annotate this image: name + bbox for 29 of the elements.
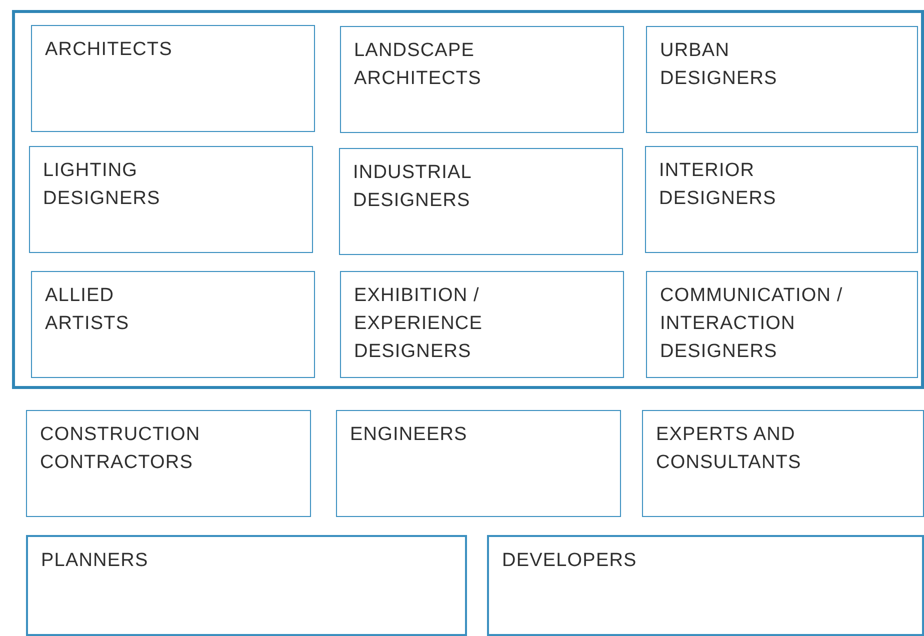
category-box xyxy=(339,148,623,255)
category-box xyxy=(645,146,918,253)
category-box xyxy=(487,535,924,636)
category-box xyxy=(29,146,313,253)
category-label: EXHIBITION / EXPERIENCE DESIGNERS xyxy=(354,284,484,364)
category-label: COMMUNICATION / INTERACTION DESIGNERS xyxy=(660,284,844,364)
category-label: DEVELOPERS xyxy=(502,549,638,573)
category-box xyxy=(340,271,624,378)
category-label: URBAN DESIGNERS xyxy=(660,39,778,91)
category-box xyxy=(646,26,918,133)
category-box xyxy=(31,25,315,132)
category-label: EXPERTS AND CONSULTANTS xyxy=(656,423,802,475)
category-label: INTERIOR DESIGNERS xyxy=(659,159,778,211)
category-label: CONSTRUCTION CONTRACTORS xyxy=(40,423,202,475)
category-label: ALLIED ARTISTS xyxy=(45,284,130,336)
category-box xyxy=(336,410,621,517)
category-box xyxy=(646,271,918,378)
category-box xyxy=(31,271,315,378)
category-label: INDUSTRIAL DESIGNERS xyxy=(353,161,472,213)
category-box xyxy=(642,410,924,517)
category-box xyxy=(26,535,467,636)
category-label: LIGHTING DESIGNERS xyxy=(43,159,162,211)
category-label: ENGINEERS xyxy=(350,423,468,447)
group-frame xyxy=(12,10,924,389)
category-label: LANDSCAPE ARCHITECTS xyxy=(354,39,482,91)
category-box xyxy=(340,26,624,133)
category-label: ARCHITECTS xyxy=(45,38,174,62)
category-box xyxy=(26,410,311,517)
category-label: PLANNERS xyxy=(41,549,150,573)
